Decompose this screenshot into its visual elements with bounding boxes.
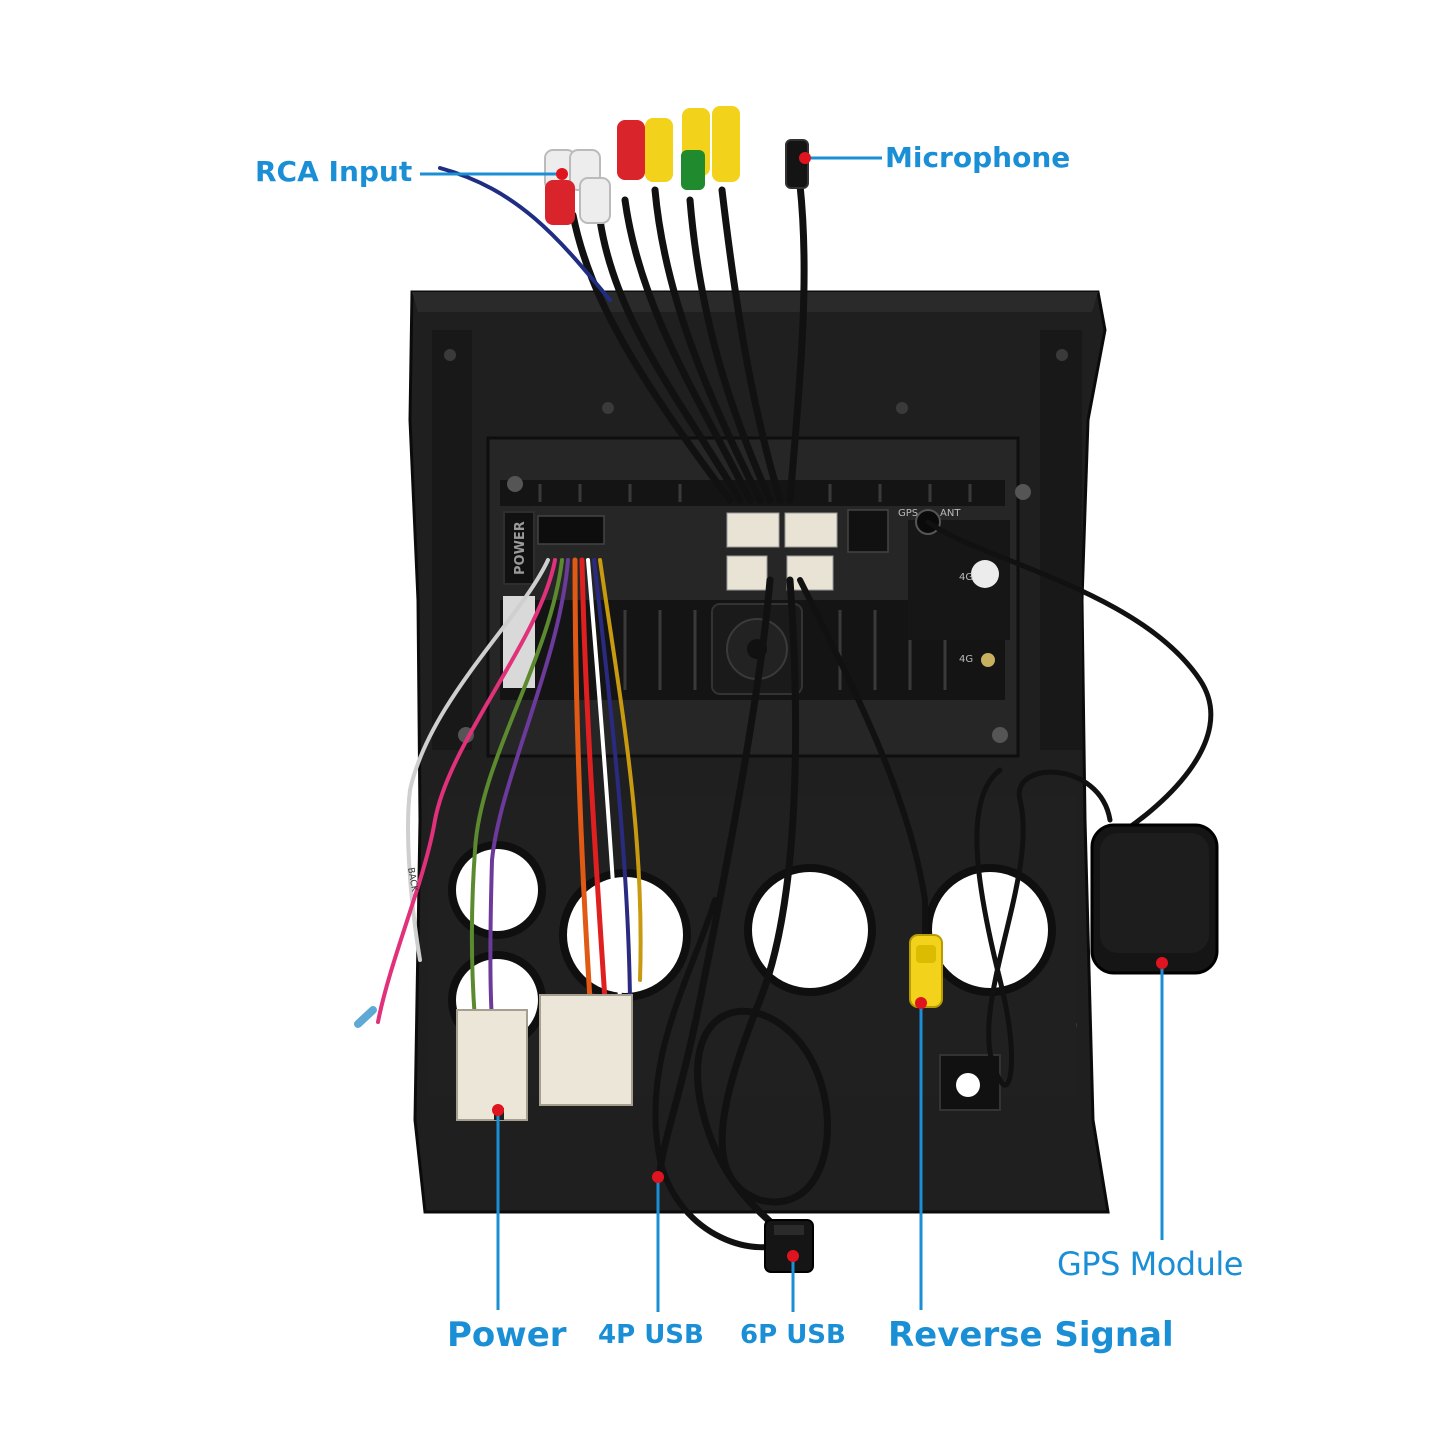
lte-port-marking-lower: 4G [959, 654, 973, 665]
rca-input-label: RCA Input [255, 155, 413, 188]
lte-port-marking-upper: 4G [959, 572, 973, 583]
reverse-signal-label: Reverse Signal [888, 1315, 1174, 1355]
usb-4p-label: 4P USB [598, 1320, 704, 1350]
gps-port-marking: GPS [898, 508, 918, 519]
gps-module-label: GPS Module [1057, 1245, 1243, 1283]
lower-panel [428, 795, 1076, 1111]
callout-markers [492, 152, 1168, 1262]
gps-module-puck [1090, 823, 1219, 975]
cable-bundle [376, 166, 1214, 1251]
power-connectors: BACK [354, 867, 633, 1121]
reverse-rca-plug [909, 934, 943, 1008]
microphone-label: Microphone [885, 141, 1071, 174]
usb-plugs [764, 1219, 814, 1273]
rca-connectors [544, 106, 809, 225]
callout-lines [420, 156, 1164, 1312]
ant-port-marking: ANT [940, 508, 961, 519]
power-port-marking: POWER [513, 521, 528, 575]
power-label: Power [447, 1315, 567, 1355]
usb-6p-label: 6P USB [740, 1320, 846, 1350]
back-wire-marking: BACK [405, 867, 419, 894]
